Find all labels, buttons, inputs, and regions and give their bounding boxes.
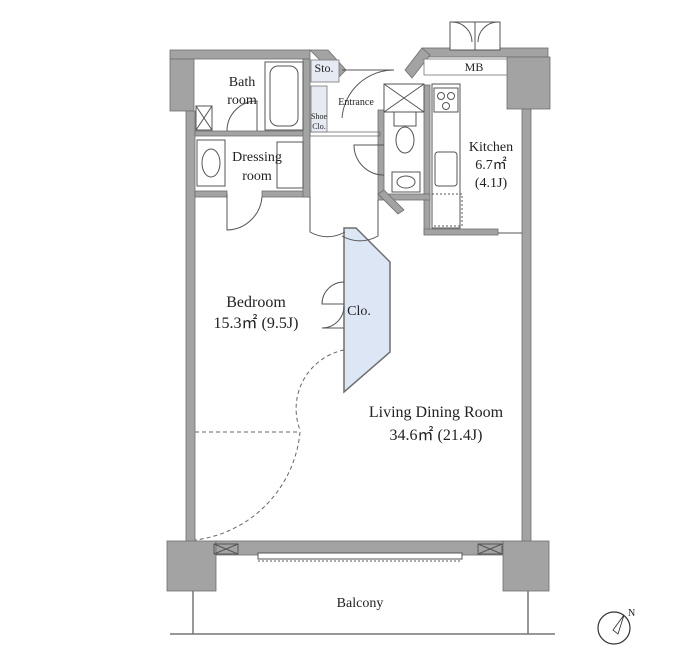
right-exterior-wall [521, 108, 532, 544]
meter-box [423, 58, 508, 76]
storage-area [310, 59, 340, 83]
kitchen-area-m2: 6.7㎡ [475, 157, 507, 173]
kitchen-left-wall [423, 84, 431, 234]
walls [166, 47, 551, 592]
closet-label: Clo. [347, 304, 371, 319]
dressing-bedroom-partition-left [194, 190, 228, 198]
living-area: 34.6㎡ (21.4J) [390, 426, 483, 444]
top-wall-left [169, 49, 311, 60]
bath-dressing-partition [194, 130, 311, 137]
bath-door [226, 100, 258, 132]
bedroom-door-right [341, 200, 379, 242]
bathtub-basin [269, 65, 299, 127]
toilet-tank [393, 111, 417, 127]
pillar-bottom-left [166, 540, 217, 592]
compass-needle-light [612, 614, 625, 635]
bedroom-name: Bedroom [226, 294, 286, 311]
toilet-angled-wall [377, 189, 405, 215]
sliding-partition [194, 349, 345, 541]
entrance-duct-box [383, 83, 425, 113]
living-name: Living Dining Room [369, 404, 504, 421]
closet-area [343, 227, 391, 394]
bathtub [264, 61, 304, 131]
duct-box-bottom-left [213, 543, 239, 555]
toilet-door [353, 144, 385, 176]
meter-box-label: MB [465, 60, 484, 74]
window-casement-left [451, 21, 473, 43]
dressing-label-line1: Dressing [232, 150, 282, 165]
stove [433, 87, 459, 113]
entrance-duct-cross-b [383, 83, 425, 113]
bedroom-door-left [309, 197, 346, 238]
laundry-pan [276, 141, 304, 189]
toilet-sink-bowl [396, 175, 416, 189]
fixtures [195, 61, 503, 555]
dressing-label-line2: room [242, 169, 272, 184]
pillar-top-left [169, 58, 195, 112]
toilet-bottom-wall [377, 193, 431, 201]
pillar-bottom-right [502, 540, 550, 592]
shoe-closet-label-line1: Shoe [311, 112, 327, 121]
compass-north-label: N [628, 608, 635, 619]
bath-label-line2: room [227, 93, 257, 108]
toilet-left-wall [377, 109, 385, 195]
toilet-bowl [395, 126, 415, 154]
central-wall [302, 58, 311, 198]
washbasin-bowl [201, 148, 221, 178]
balcony-railing [170, 591, 555, 635]
bath-label-line1: Bath [229, 75, 255, 90]
entrance-step [309, 131, 381, 137]
partition-arc-upper [295, 349, 345, 431]
balcony-window [257, 552, 463, 562]
closet-door-lower [321, 305, 345, 329]
duct-bottom-right-cross-b [477, 543, 503, 555]
stove-burner-1 [437, 92, 445, 100]
duct-box-left-cross-b [195, 105, 213, 131]
compass: N [597, 608, 635, 645]
duct-bottom-left-cross-b [213, 543, 239, 555]
entrance-label: Entrance [338, 97, 374, 108]
dressing-door [226, 194, 263, 231]
left-exterior-wall [185, 110, 196, 544]
entrance-door [341, 69, 395, 119]
shoe-closet-area [310, 85, 328, 133]
duct-box-bottom-right [477, 543, 503, 555]
kitchen-bottom-wall [423, 228, 499, 236]
closet-door-upper [321, 281, 345, 305]
balcony-label: Balcony [337, 596, 384, 611]
toilet-sink-counter [391, 171, 421, 193]
top-window [449, 21, 501, 51]
stove-burner-2 [447, 92, 455, 100]
entrance-angled-wall-right [404, 47, 431, 79]
washbasin-counter [196, 139, 226, 187]
bedroom-area: 15.3㎡ (9.5J) [214, 314, 299, 332]
storage-label: Sto. [314, 61, 333, 75]
stove-burner-3 [442, 102, 450, 110]
partition-arc-lower [194, 431, 301, 541]
kitchen-name: Kitchen [469, 140, 513, 155]
pillar-top-right [506, 56, 551, 110]
kitchen-area-j: (4.1J) [475, 176, 508, 191]
shoe-closet-label-line2: Clo. [312, 122, 326, 131]
stove-top [433, 87, 459, 113]
kitchen-counter [431, 83, 461, 229]
duct-box-left [195, 105, 213, 131]
window-casement-right [477, 21, 499, 43]
doors [226, 21, 522, 329]
fridge-space [431, 193, 463, 227]
kitchen-sink [434, 151, 458, 187]
balcony-window-frame [257, 552, 463, 560]
